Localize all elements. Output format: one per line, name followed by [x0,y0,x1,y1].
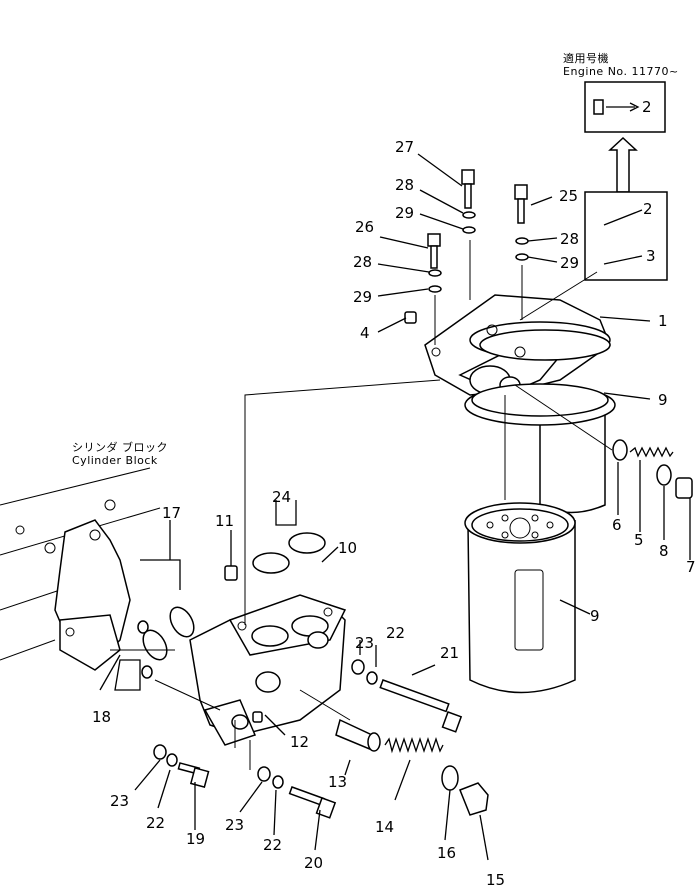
callout-15: 15 [486,871,505,885]
callout-23-left: 23 [110,792,129,810]
filter-cartridge-lower [464,502,576,694]
callout-2: 2 [643,200,653,218]
callout-12: 12 [290,733,309,751]
callout-2-inset: 2 [642,98,652,116]
plug-11 [224,565,238,581]
callout-22-mid: 22 [263,836,282,854]
callout-18: 18 [92,708,111,726]
engine-note-en: Engine No. 11770~ [563,65,679,78]
bolt-20 [288,786,337,819]
callout-9-upper: 9 [658,391,668,409]
washer-8 [656,464,672,486]
callout-29-left: 29 [353,288,372,306]
callout-17: 17 [162,504,181,522]
spring-5 [629,446,674,458]
callout-28-top: 28 [395,176,414,194]
bolt-25 [514,184,528,224]
callout-1: 1 [658,312,668,330]
leader-lines [99,153,691,861]
callout-7: 7 [686,558,696,576]
callout-28-right: 28 [560,230,579,248]
detail-box [584,191,668,281]
callout-4: 4 [360,324,370,342]
washers-28-29 [428,211,529,293]
filter-cartridge-upper [464,383,616,514]
plug-4 [404,311,417,324]
callout-27: 27 [395,138,414,156]
bolt-21 [379,679,463,733]
callout-22-left: 22 [146,814,165,832]
washer-6 [612,439,628,461]
valve-13 [335,718,381,752]
washer-16 [441,765,459,791]
washers-22-23 [153,659,378,789]
callout-5: 5 [634,531,644,549]
callout-11: 11 [215,512,234,530]
filter-bracket [189,594,347,746]
callout-26: 26 [355,218,374,236]
o-rings-18 [137,620,153,679]
spring-14 [384,736,444,754]
callout-14: 14 [375,818,394,836]
callout-9-lower: 9 [590,607,600,625]
plug-7 [675,477,693,499]
callout-21: 21 [440,644,459,662]
callout-29-right: 29 [560,254,579,272]
o-rings-17 [142,606,195,661]
bolt-19 [177,762,210,788]
callout-20: 20 [304,854,323,872]
callout-19: 19 [186,830,205,848]
callout-28-left: 28 [353,253,372,271]
filter-head [424,294,611,396]
callout-13: 13 [328,773,347,791]
inset-box [584,81,666,133]
upgrade-arrow [608,136,638,193]
callout-22-right: 22 [386,624,405,642]
bolt-27 [461,169,475,209]
callout-6: 6 [612,516,622,534]
plug-15 [459,782,489,816]
gasket-24 [252,532,326,574]
callout-numbers: 1 2 2 3 4 5 6 7 8 9 9 10 11 12 13 14 15 … [92,98,696,885]
engine-note: 適用号機 Engine No. 11770~ [563,51,679,78]
callout-23-mid: 23 [225,816,244,834]
block-label-jp: シリンダ ブロック [72,440,168,454]
alignment-lines [110,240,613,770]
cylinder-block [0,467,161,671]
plug-12 [252,711,263,723]
cylinder-block-label: シリンダ ブロック Cylinder Block [72,440,168,467]
callout-3: 3 [646,247,656,265]
bolt-26 [427,233,441,269]
callout-25: 25 [559,187,578,205]
callout-8: 8 [659,542,669,560]
callout-29-top: 29 [395,204,414,222]
block-label-en: Cylinder Block [72,454,158,467]
engine-note-jp: 適用号機 [563,51,609,65]
callout-24: 24 [272,488,291,506]
callout-16: 16 [437,844,456,862]
callout-10: 10 [338,539,357,557]
callout-23-right: 23 [355,634,374,652]
